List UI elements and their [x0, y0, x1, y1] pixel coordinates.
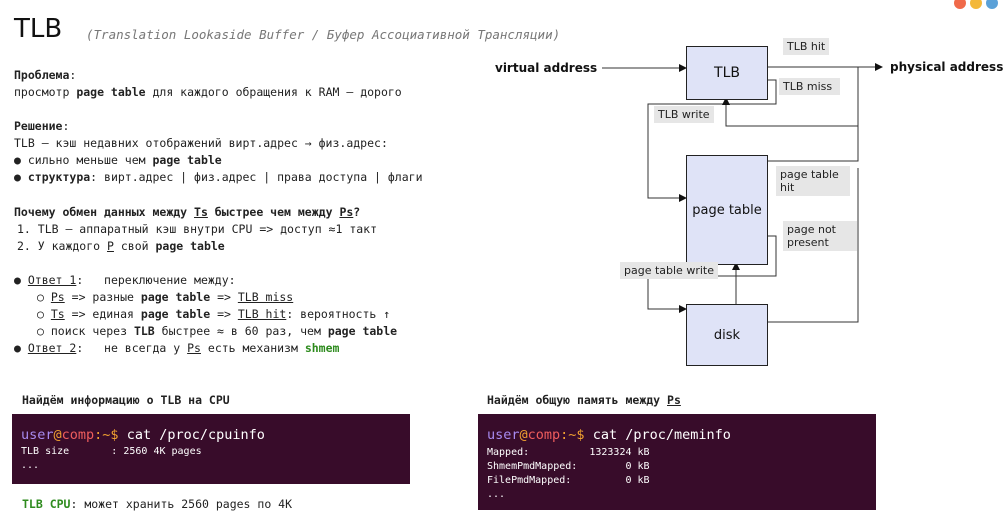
solution-heading: Решение: — [14, 119, 70, 133]
terminal-output-line: FilePmdMapped: 0 kB — [487, 475, 650, 486]
page-title: TLB — [14, 14, 63, 44]
solution-bullet-2: ● структура: вирт.адрес | физ.адрес | пр… — [14, 170, 423, 184]
virtual-address-label: virtual address — [495, 61, 598, 75]
tlb-miss-label: TLB miss — [779, 78, 841, 95]
page-table-box: page table — [686, 155, 768, 265]
answer-2: ● Ответ 2: не всегда у Ps есть механизм … — [14, 341, 340, 355]
mem-section-heading: Найдём общую память между Ps — [487, 393, 681, 407]
line-pt-hit-up — [766, 67, 859, 162]
terminal-output-line: TLB size : 2560 4K pages — [21, 446, 202, 457]
window-controls — [950, 0, 998, 13]
cpuinfo-terminal: user@comp:~$ cat /proc/cpuinfo TLB size … — [12, 414, 410, 484]
solution-line: TLB – кэш недавних отображений вирт.адре… — [14, 136, 388, 150]
page-subtitle: (Translation Lookaside Buffer / Буфер Ас… — [86, 27, 561, 42]
question-item-2: 2. У каждого P свой page table — [17, 239, 225, 253]
terminal-prompt: user@comp:~$ cat /proc/cpuinfo — [21, 427, 265, 443]
terminal-output-line: Mapped: 1323324 kB — [487, 447, 650, 458]
question-item-1: 1. TLB – аппаратный кэш внутри CPU => до… — [17, 222, 378, 236]
terminal-output-line: ... — [21, 460, 40, 471]
terminal-output-line: ... — [487, 489, 506, 500]
arrow-pt-hit — [722, 97, 859, 162]
problem-text: просмотр page table для каждого обращени… — [14, 85, 402, 99]
answer-1-sub-2: ○ Ts => единая page table => TLB hit: ве… — [37, 307, 391, 321]
solution-bullet-1: ● сильно меньше чем page table — [14, 153, 222, 167]
terminal-output-line: ShmemPmdMapped: 0 kB — [487, 461, 650, 472]
physical-address-label: physical address — [890, 60, 1004, 74]
disk-box: disk — [686, 304, 768, 366]
cpu-note: TLB CPU: может хранить 2560 pages по 4K — [22, 497, 293, 511]
close-dot-icon[interactable] — [954, 0, 966, 9]
question-heading: Почему обмен данных между Ts быстрее чем… — [14, 205, 361, 219]
terminal-prompt: user@comp:~$ cat /proc/meminfo — [487, 427, 731, 443]
minimize-dot-icon[interactable] — [970, 0, 982, 9]
line-disk-loop — [766, 168, 859, 323]
answer-1-sub-3: ○ поиск через TLB быстрее ≈ в 60 раз, че… — [37, 324, 398, 338]
tlb-box: TLB — [686, 46, 768, 100]
maximize-dot-icon[interactable] — [986, 0, 998, 9]
answer-1-sub-1: ○ Ps => разные page table => TLB miss — [37, 290, 294, 304]
cpu-section-heading: Найдём информацию о TLB на CPU — [22, 393, 230, 407]
problem-heading: Проблема: — [14, 68, 77, 82]
page-table-write-label: page table write — [620, 262, 718, 279]
answer-1: ● Ответ 1: переключение между: — [14, 273, 236, 287]
tlb-hit-label: TLB hit — [783, 38, 830, 55]
arrow-tlb-miss — [647, 79, 777, 202]
tlb-write-label: TLB write — [654, 106, 714, 123]
meminfo-terminal: user@comp:~$ cat /proc/meminfo Mapped: 1… — [478, 414, 876, 510]
